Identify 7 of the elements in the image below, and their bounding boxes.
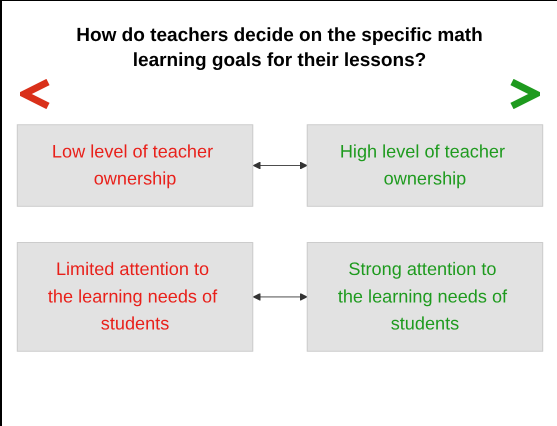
arrow — [252, 292, 308, 301]
node-box: Limited attention to the learning needs of students — [16, 242, 253, 352]
arrow — [252, 162, 308, 170]
node-box: High level of teacher ownership — [306, 124, 543, 207]
title: How do teachers decide on the specific math learning goals for their lessons? — [75, 24, 484, 73]
node-box: Strong attention to the learning needs of students — [306, 242, 543, 352]
node-box: Low level of teacher ownership — [16, 124, 253, 207]
